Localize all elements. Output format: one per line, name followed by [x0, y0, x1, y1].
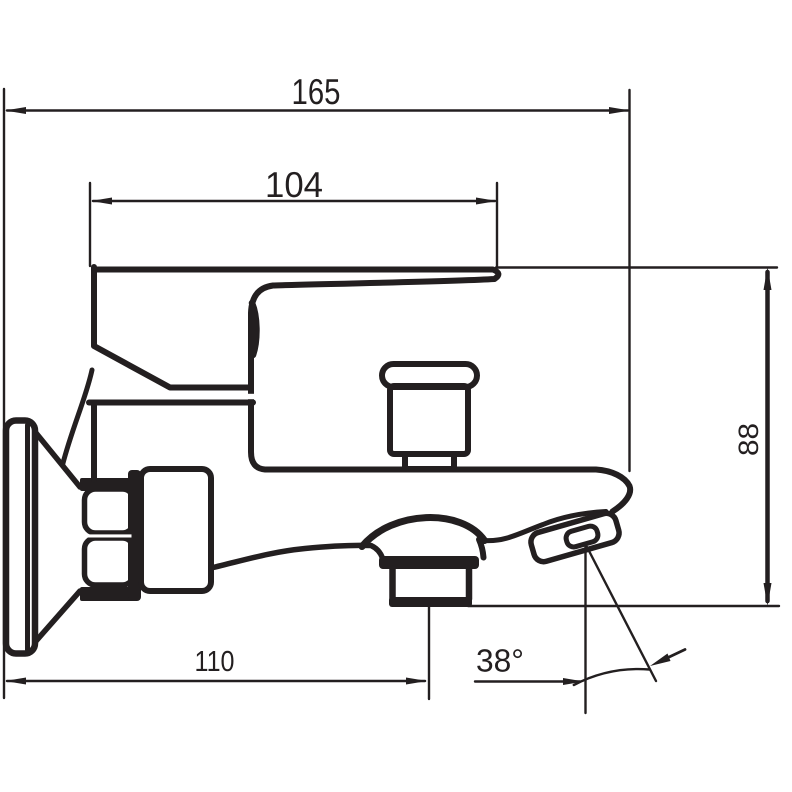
svg-text:38°: 38° — [476, 643, 524, 679]
svg-text:88: 88 — [733, 423, 764, 456]
svg-text:165: 165 — [292, 71, 341, 112]
svg-text:110: 110 — [195, 646, 235, 678]
svg-text:104: 104 — [265, 164, 323, 205]
